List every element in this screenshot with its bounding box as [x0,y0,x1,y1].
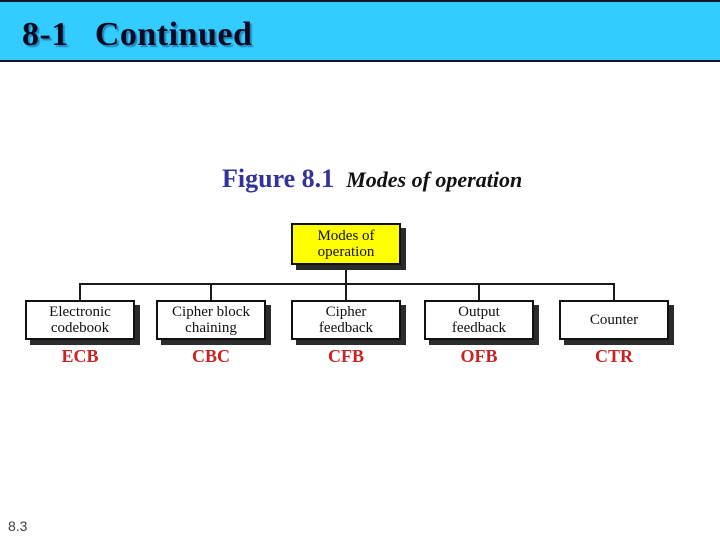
abbr-label-cbc: CBC [191,346,230,366]
node-label-line: chaining [185,320,237,336]
header-title: Continued [94,15,253,53]
header-section-number: 8-1 [22,15,69,53]
connector-horizontal [79,283,615,285]
node-label-line: codebook [50,320,110,336]
figure-caption: Figure 8.1 Modes of operation [222,164,522,194]
abbr-label-ctr: CTR [594,346,633,366]
abbr-label-ecb: ECB [61,346,99,366]
header-text: 8-1 Continued [22,16,252,54]
node-cipher-feedback: Cipher feedback [291,300,401,340]
connector-root-vertical [345,265,347,284]
figure-label: Figure 8.1 [222,164,335,193]
root-node-label-line1: Modes of [317,228,375,244]
node-label-line: feedback [318,320,374,336]
root-node-label-line2: operation [317,244,375,260]
root-node-modes-of-operation: Modes of operation [291,223,401,265]
figure-title: Modes of operation [346,167,523,192]
node-counter: Counter [559,300,669,340]
connector-stub-cbc [210,283,212,300]
slide-number: 8.3 [8,518,28,534]
node-cipher-block-chaining: Cipher block chaining [156,300,266,340]
node-label-line: feedback [451,320,507,336]
node-label-line: Output [458,304,500,320]
node-label-line: Counter [589,312,639,328]
node-label-line: Electronic [49,304,111,320]
abbr-label-ofb: OFB [460,346,498,366]
connector-stub-ofb [478,283,480,300]
node-output-feedback: Output feedback [424,300,534,340]
node-electronic-codebook: Electronic codebook [25,300,135,340]
connector-stub-ecb [79,283,81,300]
node-label-line: Cipher block [172,304,250,320]
header-bar: 8-1 Continued [0,0,720,62]
connector-stub-cfb [345,283,347,300]
node-label-line: Cipher [325,304,367,320]
connector-stub-ctr [613,283,615,300]
abbr-label-cfb: CFB [328,346,364,366]
